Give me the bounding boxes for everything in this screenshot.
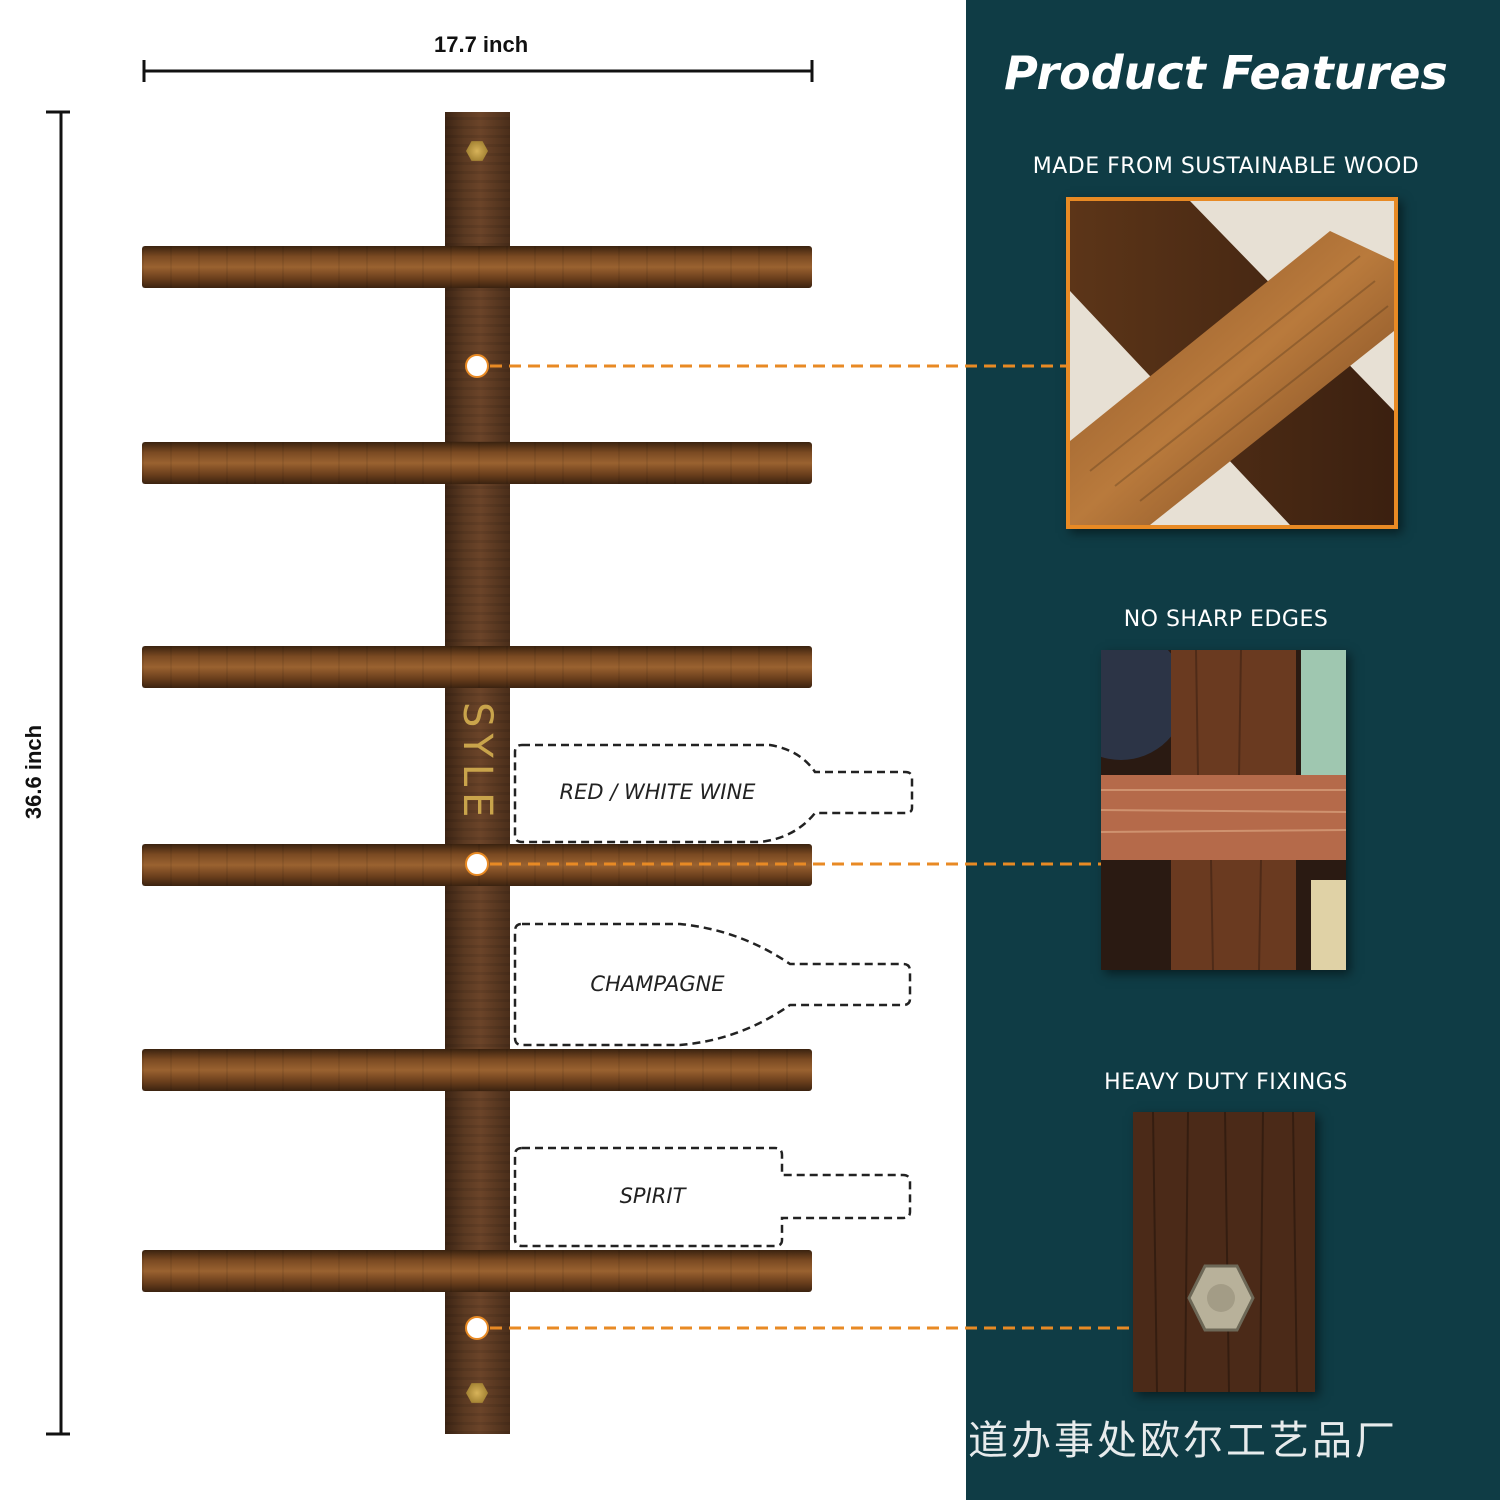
bottle-label-spirit: SPIRIT — [619, 1184, 686, 1208]
bottle-label-wine: RED / WHITE WINE — [559, 780, 756, 804]
width-dimension-label: 17.7 inch — [434, 32, 529, 57]
feature-caption-wood: MADE FROM SUSTAINABLE WOOD — [1032, 154, 1420, 179]
rounded-rung-icon — [1101, 650, 1346, 970]
panel-title: Product Features — [1004, 46, 1448, 100]
smooth-edge-photo — [1101, 650, 1346, 970]
rack-rung — [142, 646, 812, 688]
wood-closeup-photo — [1066, 197, 1398, 529]
rack-rung — [142, 844, 812, 886]
bottom-bolt-icon — [466, 1383, 488, 1403]
rack-rung — [142, 246, 812, 288]
rack-rung — [142, 442, 812, 484]
crossed-wood-icon — [1070, 201, 1394, 525]
feature-caption-edges: NO SHARP EDGES — [1123, 607, 1329, 632]
watermark-text: 道办事处欧尔工艺品厂 — [968, 1418, 1398, 1464]
brand-mark: SYLE — [454, 702, 500, 824]
vertical-post — [445, 112, 510, 1434]
height-dimension-label: 36.6 inch — [21, 724, 46, 820]
bottle-label-champagne: CHAMPAGNE — [590, 972, 725, 996]
hex-bolt-icon — [1133, 1112, 1315, 1392]
top-bolt-icon — [466, 141, 488, 161]
width-dimension-line — [142, 60, 814, 82]
height-dimension-line — [46, 110, 70, 1436]
feature-caption-fixings: HEAVY DUTY FIXINGS — [1104, 1070, 1348, 1095]
rack-rung — [142, 1049, 812, 1091]
bolt-fixing-photo — [1133, 1112, 1315, 1392]
rack-rung — [142, 1250, 812, 1292]
